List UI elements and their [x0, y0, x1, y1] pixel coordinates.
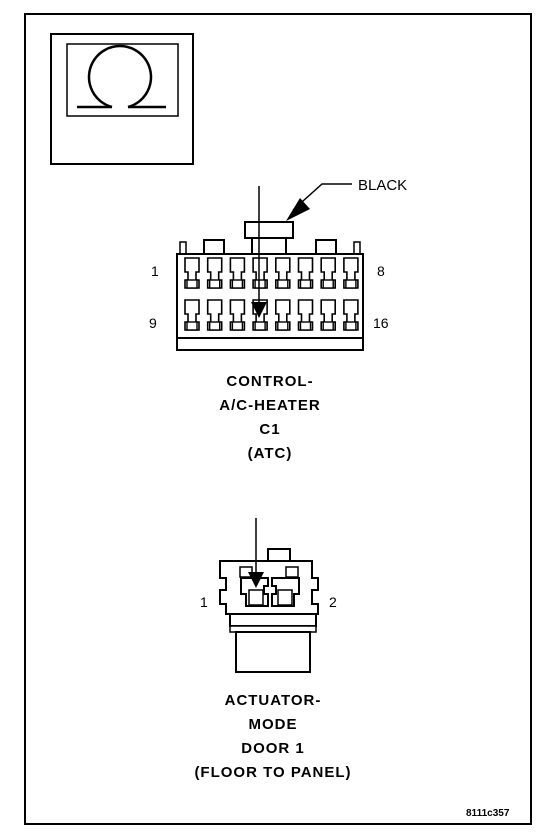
- c1-title-line-2: A/C-HEATER: [219, 397, 320, 414]
- pin-label-16: 16: [373, 315, 389, 331]
- c1-terminal-cavity-3: [229, 257, 246, 289]
- c1-terminal-cavity-14: [297, 299, 314, 331]
- c1-terminal-cavity-13: [275, 299, 291, 331]
- pin-label-8: 8: [377, 263, 385, 279]
- c1-terminal-cavity-10: [206, 299, 223, 331]
- c1-terminal-cavity-5: [275, 257, 291, 289]
- connector-actuator: [219, 518, 319, 673]
- actuator-pin-label-1: 1: [200, 594, 208, 610]
- c1-terminal-cavity-6: [297, 257, 314, 289]
- c1-title-line-1: CONTROL-: [226, 373, 313, 390]
- actuator-title-line-4: (FLOOR TO PANEL): [194, 764, 351, 781]
- c1-terminal-cavity-2: [206, 257, 223, 289]
- actuator-title-line-3: DOOR 1: [241, 740, 305, 757]
- c1-terminal-cavity-8: [343, 257, 359, 289]
- c1-terminal-cavity-1: [184, 257, 200, 289]
- c1-terminal-cavity-15: [320, 299, 336, 331]
- c1-terminal-cavity-9: [184, 299, 200, 331]
- c1-title-line-4: (ATC): [248, 445, 293, 462]
- c1-terminal-cavity-7: [320, 257, 336, 289]
- actuator-title-line-1: ACTUATOR-: [225, 692, 322, 709]
- c1-title-line-3: C1: [259, 421, 280, 438]
- diagram-frame: [24, 13, 532, 825]
- actuator-pin-label-2: 2: [329, 594, 337, 610]
- wire-color-label: BLACK: [358, 177, 407, 194]
- c1-terminal-cavity-4: [252, 257, 268, 289]
- locator-icon-box: [50, 33, 194, 165]
- connector-c1: [176, 183, 364, 351]
- actuator-title-line-2: MODE: [249, 716, 298, 733]
- pin-label-1: 1: [151, 263, 159, 279]
- figure-code: 8111c357: [466, 808, 510, 819]
- view-arrow-icon: [87, 44, 153, 109]
- c1-terminal-cavity-16: [343, 299, 359, 331]
- c1-terminal-cavity-11: [229, 299, 246, 331]
- pin-label-9: 9: [149, 315, 157, 331]
